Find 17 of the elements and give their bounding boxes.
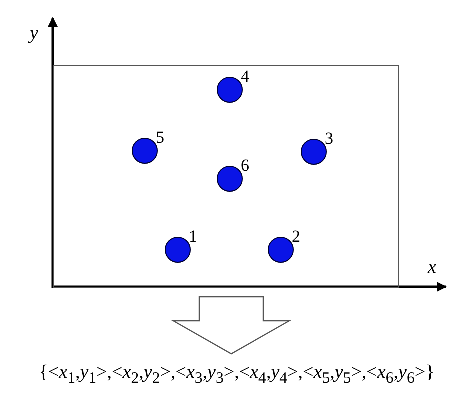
point-number: 6 — [241, 157, 250, 174]
coordinate-set: {<x$_{1}$,y$_{1}$>,<x$_{2}$,y$_{2}$>,<x$_{3}$,y$_{3}$>,<x$_{4}$,y$_{4}$>,<x$_{5}$,y$_{5}$>,<x$_{6}$,y$_{6}$>} — [0, 362, 474, 388]
point-marker — [132, 138, 158, 164]
axis-label: x — [428, 258, 436, 277]
point-marker — [301, 139, 327, 165]
point-number: 3 — [325, 130, 334, 147]
point-number: 5 — [156, 129, 164, 146]
point-number: 4 — [241, 68, 250, 85]
point-number: 2 — [292, 228, 300, 245]
hollow-arrow — [171, 296, 292, 355]
point-number: 1 — [189, 228, 198, 245]
point-marker — [217, 166, 243, 192]
axis-label: y — [30, 24, 38, 43]
point-marker — [165, 237, 191, 263]
point-marker — [268, 237, 294, 263]
point-marker — [217, 77, 243, 103]
plot-frame — [53, 65, 399, 288]
